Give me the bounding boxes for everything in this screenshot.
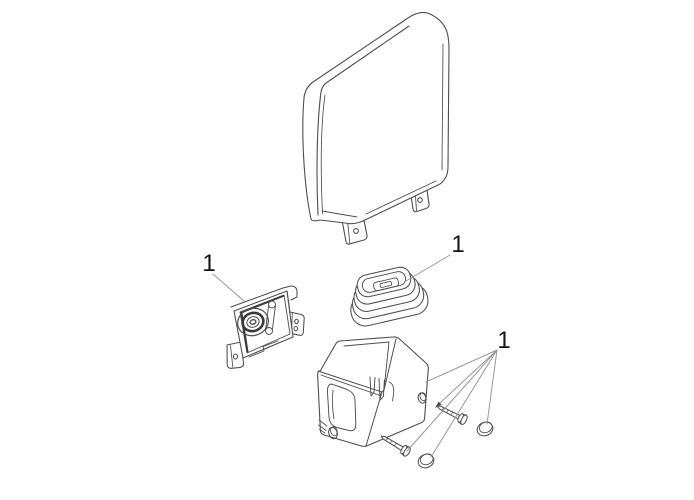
leader-hardware-cap1 [430, 349, 498, 458]
cover-outline [302, 11, 450, 225]
cover-bottom-inner-line [321, 180, 437, 218]
box-ribs [369, 376, 385, 401]
insertion-arrowhead [435, 401, 442, 408]
horn-dark-ring [241, 311, 265, 333]
cover-lip-line [320, 94, 326, 215]
mount-bracket [226, 285, 305, 369]
screw [380, 435, 411, 457]
box-front-rim [317, 338, 397, 393]
leader-hardware-box [425, 349, 498, 383]
grommet-seal [350, 266, 429, 327]
ear-hole [293, 325, 299, 332]
leader-bracket [212, 273, 245, 302]
box-hatch-marks [318, 419, 328, 434]
leader-hardware-arrow [439, 349, 498, 404]
box-hole-front [328, 426, 338, 440]
grommet-slot [379, 281, 393, 288]
leader-grommet [405, 254, 451, 282]
leader-hardware-screw1 [406, 349, 498, 452]
box-inner-rim [343, 341, 390, 391]
screw [436, 405, 468, 425]
box-hole-right [417, 392, 427, 404]
cover-panel [302, 11, 450, 245]
bracket-standoff [265, 300, 276, 335]
box-front-right-edge [365, 391, 383, 447]
cap-plug [476, 421, 494, 437]
bracket-step [248, 340, 279, 358]
callout-label-grommet: 1 [451, 231, 464, 258]
box-outline [317, 336, 429, 447]
foot-hole [232, 353, 239, 360]
cover-tab-left [341, 214, 368, 245]
grommet-floor [373, 277, 400, 292]
cap-plug [417, 453, 435, 469]
cover-face-edge [316, 25, 410, 216]
leader-hardware-cap2 [486, 349, 498, 425]
bracket-horn [237, 307, 269, 337]
box-right-pocket [388, 381, 395, 402]
leader-lines [212, 254, 498, 458]
box-pocket [326, 383, 357, 432]
grommet-rim [356, 266, 412, 298]
tab-hole [417, 197, 423, 203]
tab-hole [353, 228, 359, 234]
callout-label-bracket: 1 [202, 250, 215, 277]
housing-box [317, 336, 429, 447]
callout-label-hardware: 1 [497, 327, 510, 354]
cover-right-inner-line [441, 43, 444, 171]
bracket-foot [226, 341, 245, 369]
bracket-top-edge [230, 285, 298, 308]
ear-hole [294, 318, 299, 325]
